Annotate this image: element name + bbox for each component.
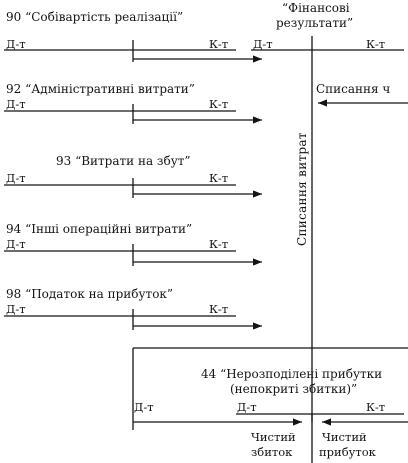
retained-earnings-title-line1: 44 “Нерозподілені прибутки: [201, 367, 382, 381]
net-loss-label-line1: Чистий: [251, 430, 296, 444]
account-98-debit-label: Д-т: [6, 302, 26, 316]
account-93-debit-label: Д-т: [6, 171, 26, 185]
account-93: 93 “Витрати на збут” Д-т К-т: [4, 154, 262, 198]
account-92-debit-label: Д-т: [6, 97, 26, 111]
writeoff-income-label: Списання ч: [316, 82, 390, 96]
retained-earnings-credit-label: К-т: [366, 400, 385, 414]
financial-results-title-line2: результати”: [276, 16, 353, 30]
retained-earnings-title-line2: (непокриті збитки)”: [230, 382, 357, 396]
retained-earnings-outer-debit-label: Д-т: [134, 400, 154, 414]
account-94-credit-label: К-т: [209, 237, 228, 251]
account-98-title: 98 “Податок на прибуток”: [6, 287, 173, 301]
account-94-title: 94 “Інші операційні витрати”: [6, 222, 192, 236]
account-90-credit-label: К-т: [209, 37, 228, 51]
retained-earnings-account: 44 “Нерозподілені прибутки (непокриті зб…: [132, 347, 408, 463]
account-90-debit-label: Д-т: [6, 37, 26, 51]
financial-results-debit-label: Д-т: [253, 37, 273, 51]
financial-results-title-line1: “Фінансові: [282, 1, 350, 15]
writeoff-costs-label: Списання витрат: [295, 132, 309, 246]
retained-earnings-debit-label: Д-т: [237, 400, 257, 414]
account-93-title: 93 “Витрати на збут”: [56, 154, 191, 168]
account-94: 94 “Інші операційні витрати” Д-т К-т: [4, 222, 262, 266]
account-98-credit-label: К-т: [209, 302, 228, 316]
account-94-debit-label: Д-т: [6, 237, 26, 251]
account-90-title: 90 “Собівартість реалізації”: [6, 10, 183, 24]
net-profit-label-line1: Чистий: [322, 430, 367, 444]
account-92: 92 “Адміністративні витрати” Д-т К-т: [4, 82, 262, 124]
account-98: 98 “Податок на прибуток” Д-т К-т: [4, 287, 262, 330]
account-90: 90 “Собівартість реалізації” Д-т К-т: [4, 10, 262, 63]
net-profit-label-line2: прибуток: [319, 445, 377, 459]
account-92-credit-label: К-т: [209, 97, 228, 111]
account-93-credit-label: К-т: [209, 171, 228, 185]
financial-results-credit-label: К-т: [366, 37, 385, 51]
net-loss-label-line2: збиток: [251, 445, 293, 459]
account-92-title: 92 “Адміністративні витрати”: [6, 82, 195, 96]
financial-results-account: “Фінансові результати” Д-т К-т Списання …: [251, 1, 408, 422]
